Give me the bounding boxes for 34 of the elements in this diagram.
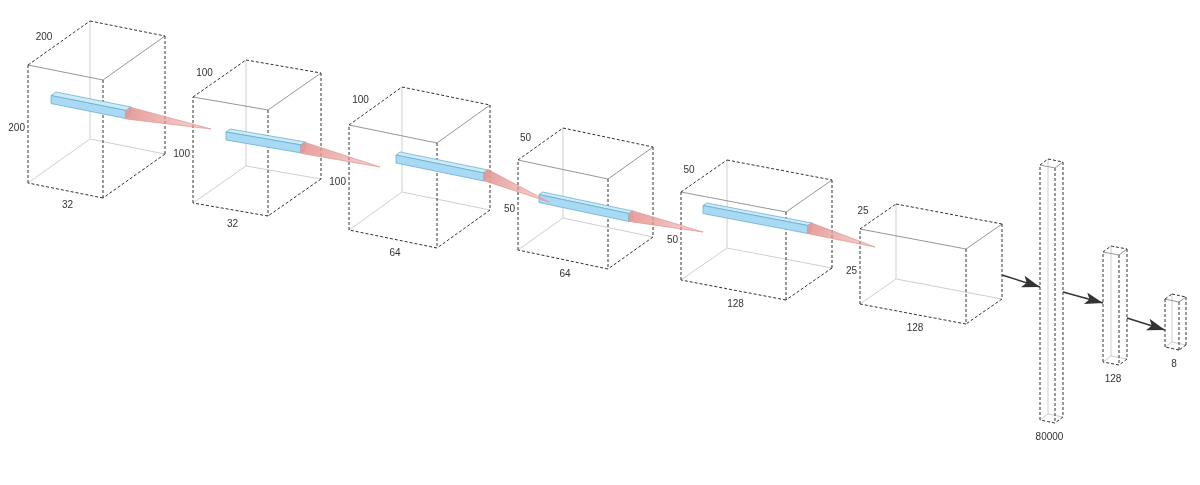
dimension-label: 25 — [845, 264, 857, 275]
projection-cone — [807, 222, 876, 248]
projection-cone — [125, 107, 212, 130]
dimension-label: 50 — [503, 202, 515, 214]
kernel-prism — [394, 150, 489, 182]
arrow — [1126, 317, 1166, 331]
projection-cone — [300, 142, 381, 168]
dimension-label: 25 — [857, 204, 869, 215]
kernel-prism — [49, 91, 132, 120]
dimension-label: 100 — [173, 147, 190, 159]
arrow — [1062, 291, 1104, 304]
dimension-label: 128 — [906, 321, 924, 333]
dimension-label: 50 — [666, 233, 678, 245]
arrow — [1001, 274, 1041, 288]
unit-count-label: 8 — [1171, 357, 1177, 368]
dimension-label: 50 — [683, 163, 695, 175]
dimension-label: 200 — [8, 121, 25, 133]
dimension-label: 100 — [329, 175, 346, 186]
dimension-label: 128 — [727, 297, 744, 309]
projection-cone — [628, 210, 704, 233]
dimension-label: 100 — [196, 66, 213, 77]
dimension-label: 64 — [559, 267, 571, 278]
kernel-prism — [702, 202, 813, 235]
unit-count-label: 80000 — [1035, 430, 1064, 441]
dimension-label: 64 — [389, 246, 401, 258]
dimension-label: 32 — [61, 198, 74, 209]
dimension-label: 50 — [519, 131, 532, 143]
kernel-prism — [224, 128, 307, 155]
unit-count-label: 128 — [1104, 372, 1122, 383]
dimension-label: 200 — [35, 30, 53, 42]
kernel-prism — [538, 190, 634, 223]
projection-cone — [483, 169, 550, 203]
dimension-label: 32 — [226, 217, 239, 228]
dimension-label: 100 — [352, 93, 369, 105]
